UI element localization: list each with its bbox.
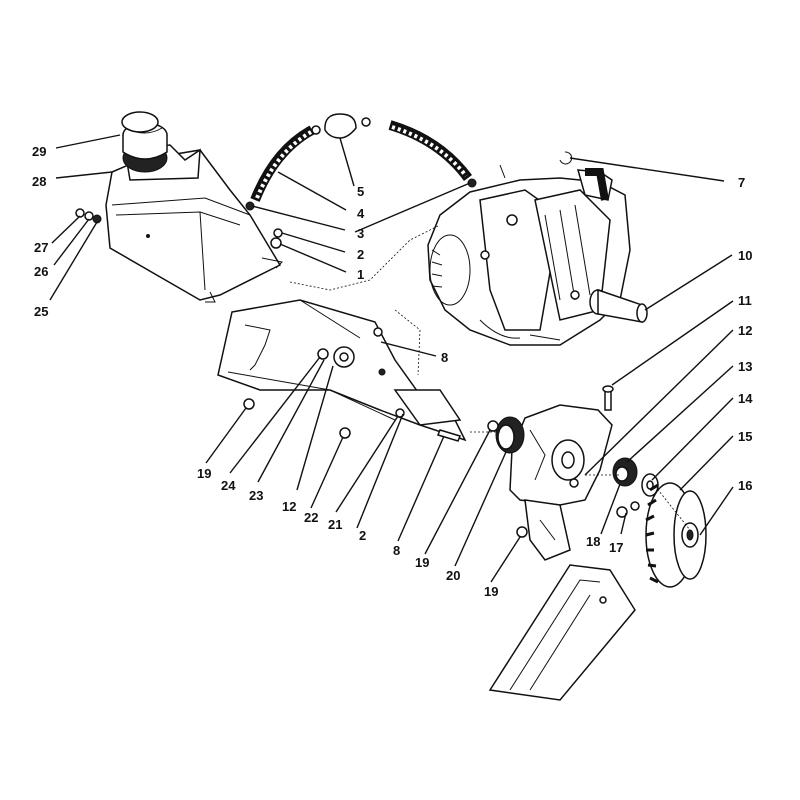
pinion-gear (612, 457, 638, 487)
callout-5: 5 (357, 184, 364, 199)
assembly-guide-lines (289, 224, 691, 531)
callout-2-top: 2 (357, 247, 364, 262)
callout-12-right: 12 (738, 323, 752, 338)
drive-gear (645, 482, 707, 588)
callout-8-lower: 8 (393, 543, 400, 558)
callout-12-lower: 12 (282, 499, 296, 514)
callout-20: 20 (446, 568, 460, 583)
callout-15: 15 (738, 429, 752, 444)
callout-7: 7 (738, 175, 745, 190)
gear-bracket (509, 404, 613, 561)
callout-labels: 29 28 27 26 25 5 4 3 2 1 7 10 11 12 13 1… (32, 144, 753, 599)
callout-4: 4 (357, 206, 365, 221)
callout-23: 23 (249, 488, 263, 503)
callout-28: 28 (32, 174, 46, 189)
callout-19-left: 19 (197, 466, 211, 481)
callout-17: 17 (609, 540, 623, 555)
fuel-line (250, 117, 473, 202)
callout-16: 16 (738, 478, 752, 493)
fasteners (243, 348, 640, 538)
bearing (495, 416, 525, 454)
callout-19-right: 19 (484, 584, 498, 599)
drive-shaft (589, 288, 648, 323)
callout-8-upper: 8 (441, 350, 448, 365)
callout-27: 27 (34, 240, 48, 255)
callout-21: 21 (328, 517, 342, 532)
callout-2-lower: 2 (359, 528, 366, 543)
callout-24: 24 (221, 478, 236, 493)
callout-22: 22 (304, 510, 318, 525)
hose-clamps (245, 178, 477, 249)
callout-11: 11 (738, 293, 752, 308)
callout-1: 1 (357, 267, 364, 282)
fuel-filter (324, 113, 357, 139)
engine (427, 164, 631, 346)
callout-10: 10 (738, 248, 752, 263)
fuel-cap (121, 111, 168, 173)
callout-18: 18 (586, 534, 600, 549)
callout-25: 25 (34, 304, 48, 319)
leader-lines (49, 134, 734, 583)
frame-plate (217, 299, 467, 442)
callout-29: 29 (32, 144, 46, 159)
callout-19-middle: 19 (415, 555, 429, 570)
callout-3: 3 (357, 226, 364, 241)
auger-housing (488, 564, 636, 701)
callout-13: 13 (738, 359, 752, 374)
snap-ring (559, 151, 573, 165)
callout-26: 26 (34, 264, 48, 279)
callout-14: 14 (738, 391, 753, 406)
